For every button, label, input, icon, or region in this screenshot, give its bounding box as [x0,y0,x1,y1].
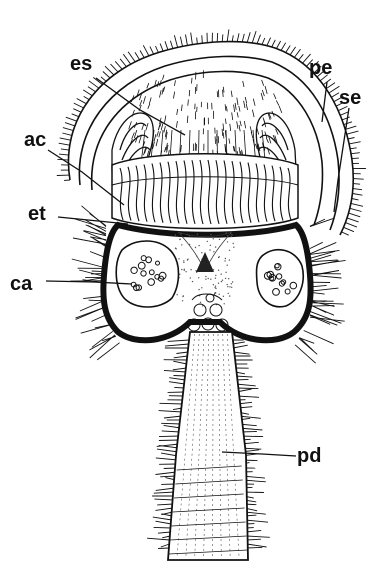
label-pd: pd [297,445,321,467]
label-se: se [339,87,361,109]
label-ac: ac [24,129,46,151]
leader-se [334,108,349,212]
peduncle-stalk [168,332,248,560]
label-es: es [70,53,92,75]
label-et: et [28,203,46,225]
left-cavity [116,241,178,307]
right-cavity [257,250,304,307]
ribbed-collar [112,154,298,229]
label-pe: pe [309,57,332,79]
label-ca: ca [10,273,33,295]
